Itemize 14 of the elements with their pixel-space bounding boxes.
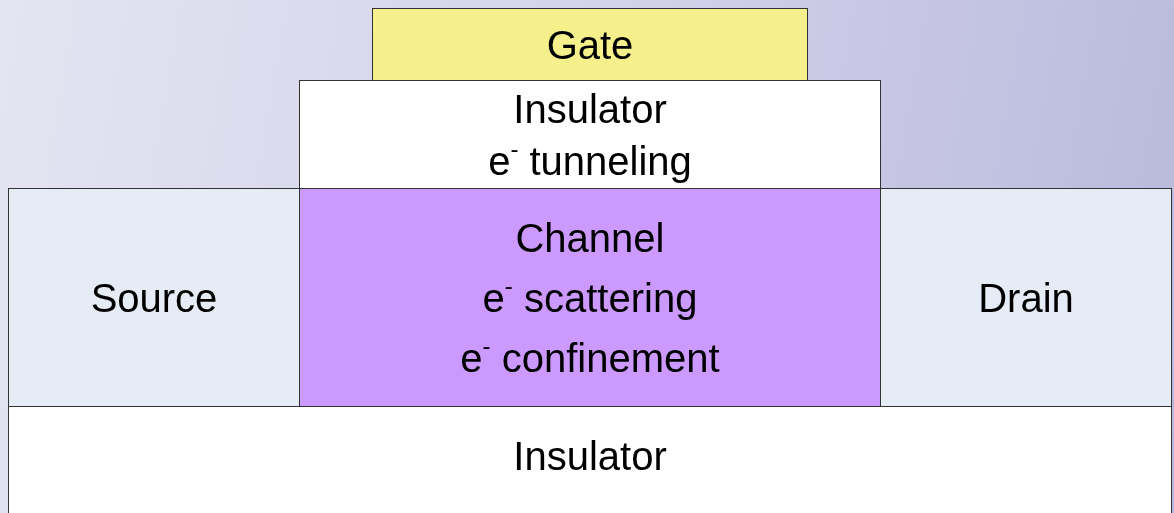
- effect-label: e$^{-}$ tunneling: [488, 134, 692, 185]
- drain-region: [880, 188, 1172, 407]
- insulator-layer: [299, 80, 881, 189]
- gate-layer: [372, 8, 808, 81]
- layer-label: Channel: [515, 214, 665, 262]
- insulator-layer: [8, 406, 1172, 513]
- effect-label: e$^{-}$ confinement: [460, 330, 720, 382]
- layer-label: Insulator: [513, 85, 667, 133]
- source-region: [8, 188, 300, 407]
- layer-label: Insulator: [513, 433, 667, 480]
- layer-label: Drain: [978, 274, 1074, 322]
- layer-label: Source: [90, 274, 218, 322]
- effect-label: e$^{-}$ scattering: [482, 270, 698, 322]
- layer-label: Gate: [546, 21, 634, 69]
